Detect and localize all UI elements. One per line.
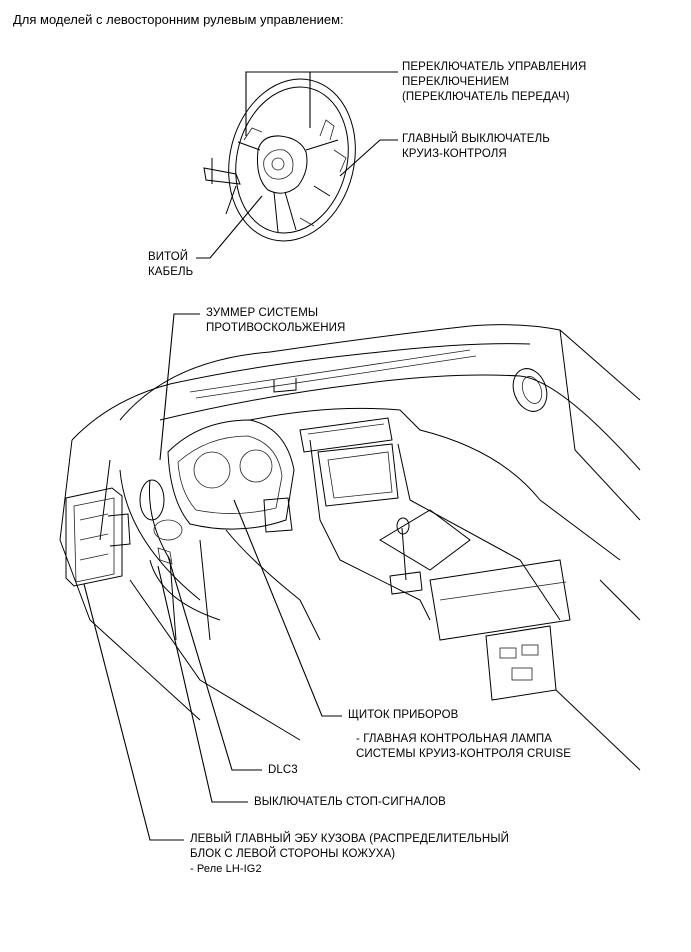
label-combination-meter: ЩИТОК ПРИБОРОВ — [348, 709, 459, 721]
label-cruise-main-switch: ГЛАВНЫЙ ВЫКЛЮЧАТЕЛЬ КРУИЗ-КОНТРОЛЯ — [402, 133, 550, 160]
label-skid-buzzer: ЗУММЕР СИСТЕМЫ ПРОТИВОСКОЛЬЖЕНИЯ — [206, 307, 346, 334]
label-cruise-indicator: - ГЛАВНАЯ КОНТРОЛЬНАЯ ЛАМПА СИСТЕМЫ КРУИ… — [356, 733, 572, 760]
steering-wheel-illustration — [203, 78, 356, 242]
page-header: Для моделей с левосторонним рулевым упра… — [13, 12, 344, 27]
label-stop-light-switch: ВЫКЛЮЧАТЕЛЬ СТОП-СИГНАЛОВ — [254, 796, 446, 808]
label-spiral-cable: ВИТОЙ КАБЕЛЬ — [148, 251, 194, 278]
dashboard-illustration — [59, 324, 641, 771]
label-paddle-switch: ПЕРЕКЛЮЧАТЕЛЬ УПРАВЛЕНИЯ ПЕРЕКЛЮЧЕНИЕМ (… — [402, 61, 587, 103]
label-lh-ig2-relay: - Реле LH-IG2 — [190, 863, 262, 875]
leader-lines — [83, 71, 398, 841]
label-main-body-ecu: ЛЕВЫЙ ГЛАВНЫЙ ЭБУ КУЗОВА (РАСПРЕДЕЛИТЕЛЬ… — [190, 833, 509, 860]
label-dlc3: DLC3 — [268, 764, 298, 776]
